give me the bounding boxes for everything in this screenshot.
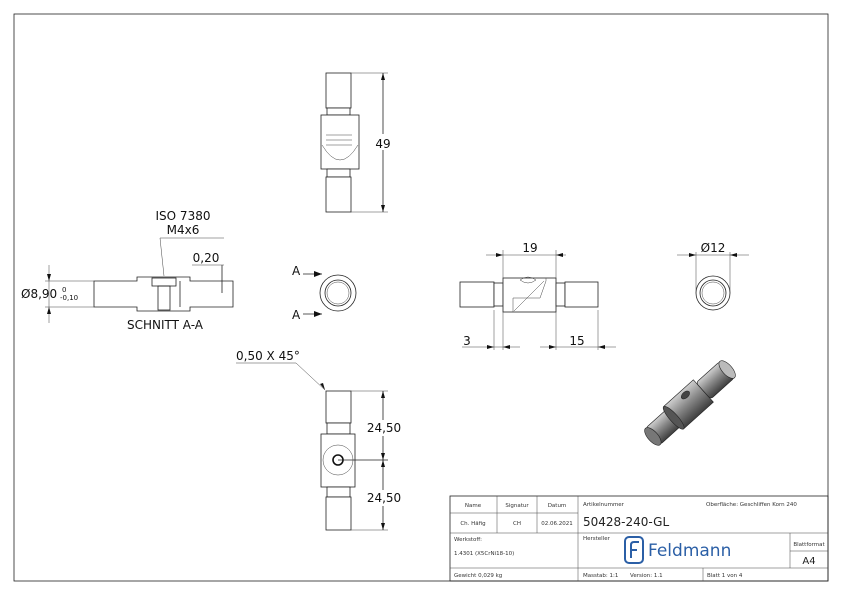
offset-dimension: 3 (463, 334, 471, 348)
date-value: 02.06.2021 (541, 521, 573, 527)
end-diameter-dimension: Ø12 (701, 241, 726, 255)
name-value: Ch. Häfig (460, 521, 485, 527)
screw-size: M4x6 (167, 223, 200, 237)
tolerance-upper: 0 (62, 286, 66, 294)
body-width-dimension: 19 (522, 241, 537, 255)
manufacturer-label: Hersteller (583, 536, 611, 542)
scale-text: Masstab: 1:1 (583, 573, 618, 579)
weight-text: Gewicht 0,029 kg (454, 573, 502, 579)
surface-text: Oberfläche: Geschliffen Korn 240 (706, 502, 797, 508)
top-view: 49 (320, 72, 394, 213)
section-view: 0,20 ISO 7380 M4x6 Ø8,90 0 -0,10 SCHNITT… (21, 209, 234, 332)
format-label: Blattformat (793, 542, 825, 548)
sheet-text: Blatt 1 von 4 (707, 573, 743, 579)
drawing-frame (13, 13, 829, 582)
feldmann-logo: Feldmann (624, 536, 731, 564)
tolerance-lower: -0,10 (60, 294, 78, 302)
title-block: Name Signatur Datum Ch. Häfig CH 02.06.2… (449, 495, 829, 582)
material-label: Werkstoff: (454, 537, 482, 543)
format-value: A4 (802, 556, 815, 567)
date-label: Datum (548, 503, 567, 509)
pin-length-dimension: 15 (569, 334, 584, 348)
side-view: 19 3 15 (459, 241, 616, 350)
article-number: 50428-240-GL (583, 515, 669, 529)
end-view: Ø12 (677, 241, 749, 311)
isometric-view (644, 360, 736, 446)
length-dimension: 49 (375, 137, 390, 151)
section-marker-view: A A (292, 264, 357, 322)
material-value: 1.4301 (X5CrNi18-10) (454, 551, 514, 557)
upper-half-dimension: 24,50 (367, 421, 401, 435)
signature-label: Signatur (505, 503, 529, 509)
brand-name: Feldmann (648, 541, 731, 561)
gap-dimension: 0,20 (193, 251, 220, 265)
version-text: Version: 1.1 (630, 573, 663, 579)
chamfer-callout: 0,50 X 45° (236, 349, 300, 363)
name-label: Name (465, 503, 482, 509)
bottom-view: 24,50 24,50 0,50 X 45° (236, 349, 402, 531)
section-label: SCHNITT A-A (127, 318, 204, 332)
section-marker-bottom: A (292, 308, 301, 322)
article-label: Artikelnummer (583, 502, 625, 508)
screw-spec: ISO 7380 (156, 209, 211, 223)
signature-value: CH (513, 521, 521, 527)
diameter-dimension: Ø8,90 (21, 287, 57, 301)
lower-half-dimension: 24,50 (367, 491, 401, 505)
section-marker-top: A (292, 264, 301, 278)
